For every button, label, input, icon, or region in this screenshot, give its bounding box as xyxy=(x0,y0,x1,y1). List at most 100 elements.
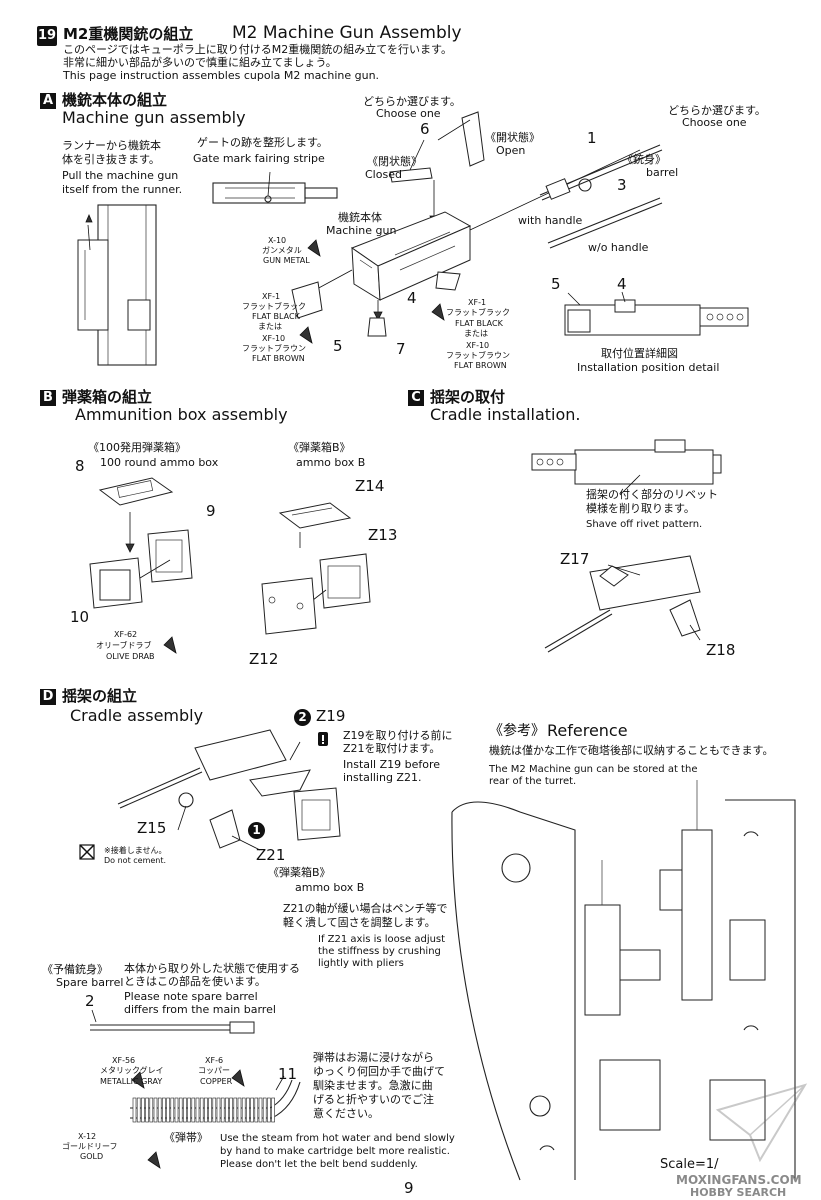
no-cement-jp: ※接着しません。 xyxy=(104,846,167,855)
barrel-label-jp: 《銃身》 xyxy=(622,153,666,166)
belt-note-jp-1: 弾帯はお湯に浸けながら xyxy=(313,1051,434,1064)
part-7-label: 7 xyxy=(396,340,406,358)
small-parts-a-drawing xyxy=(291,271,461,337)
paint-xf62-code: XF-62 xyxy=(114,630,138,639)
intro-jp-line2: 非常に細かい部品が多いので慎重に組み立てましょう。 xyxy=(63,56,337,69)
part-9-label: 9 xyxy=(206,502,216,520)
z14-label: Z14 xyxy=(355,477,385,495)
reference-note-en-2: rear of the turret. xyxy=(489,776,577,787)
section-d-title-en: Cradle assembly xyxy=(70,706,204,725)
watermark-moxingfans: MOXINGFANS.COM xyxy=(676,1173,802,1187)
info-icon-drawing xyxy=(318,732,328,746)
belt-note-jp-4: げると折やすいのでご注 xyxy=(313,1093,434,1106)
paint-xf1-code-right: XF-1 xyxy=(468,298,487,307)
step-1-badge: 1 xyxy=(248,822,265,839)
spare-barrel-title-en: Spare barrel xyxy=(56,976,124,989)
belt-round xyxy=(174,1097,179,1123)
paint-xf56-code: XF-56 xyxy=(112,1056,136,1065)
cradle-assembly-drawing xyxy=(117,729,341,851)
belt-note-en-2: by hand to make cartridge belt more real… xyxy=(220,1146,450,1157)
part-1-label: 1 xyxy=(587,129,597,147)
belt-round xyxy=(237,1097,242,1123)
runner-note-en-2: itself from the runner. xyxy=(62,183,183,196)
paint-xf1-jp-right: フラットブラック xyxy=(446,308,510,317)
installation-detail-drawing xyxy=(564,291,749,336)
z18-label: Z18 xyxy=(706,641,736,659)
open-state-jp: 《開状態》 xyxy=(485,131,540,144)
reference-title-jp: 《参考》 xyxy=(489,723,545,739)
no-cement-icon-drawing xyxy=(79,844,95,860)
gate-note-en: Gate mark fairing stripe xyxy=(193,152,325,165)
belt-round xyxy=(262,1097,267,1123)
boxb-title-en: ammo box B xyxy=(296,456,366,469)
spare-note-en-2: differs from the main barrel xyxy=(124,1003,276,1016)
z17-label: Z17 xyxy=(560,550,590,568)
section-d-title-jp: 揺架の組立 xyxy=(62,687,138,705)
paint-or-left: または xyxy=(258,322,282,331)
paint-x12-jp: ゴールドリーフ xyxy=(62,1142,118,1151)
belt-round xyxy=(212,1097,217,1123)
belt-round xyxy=(258,1097,263,1123)
belt-round xyxy=(136,1097,141,1123)
belt-round xyxy=(241,1097,246,1123)
belt-round xyxy=(233,1097,238,1123)
belt-note-en-1: Use the steam from hot water and bend sl… xyxy=(220,1133,455,1144)
paint-xf1-jp-left: フラットブラック xyxy=(242,302,306,311)
paint-xf56-en: METALLIC GRAY xyxy=(100,1077,163,1086)
axis-note-jp-1: Z21の軸が緩い場合はペンチ等で xyxy=(283,902,448,915)
paint-x12-code: X-12 xyxy=(78,1132,97,1141)
paint-xf62-en: OLIVE DRAB xyxy=(106,652,155,661)
boxb-d-title-en: ammo box B xyxy=(295,881,365,894)
detail-part-5-label: 5 xyxy=(551,275,561,293)
belt-round xyxy=(170,1097,175,1123)
section-c-title-jp: 揺架の取付 xyxy=(430,388,506,406)
belt-note-jp-2: ゆっくり何回か手で曲げて xyxy=(313,1065,445,1078)
z15-label: Z15 xyxy=(137,819,167,837)
section-a-title-en: Machine gun assembly xyxy=(62,108,246,127)
belt-round xyxy=(195,1097,200,1123)
belt-round xyxy=(187,1097,191,1123)
spare-barrel-drawing xyxy=(90,1009,255,1034)
paint-xf10-code-left: XF-10 xyxy=(262,334,286,343)
spare-note-jp-2: ときはこの部品を使います。 xyxy=(124,975,266,988)
z19-label: Z19 xyxy=(316,707,346,725)
section-b-badge: B xyxy=(40,390,56,406)
paint-xf56-jp: メタリックグレイ xyxy=(100,1066,164,1075)
detail-part-4-label: 4 xyxy=(617,275,627,293)
part-2-label: 2 xyxy=(85,992,95,1010)
machine-gun-label-jp: 機銃本体 xyxy=(338,211,382,224)
belt-round xyxy=(162,1097,166,1123)
belt-title-jp: 《弾帯》 xyxy=(164,1131,208,1144)
belt-round xyxy=(183,1097,187,1123)
without-handle-label: w/o handle xyxy=(588,241,649,254)
section-b-title-en: Ammunition box assembly xyxy=(75,405,288,424)
belt-note-jp-3: 馴染ませます。急激に曲 xyxy=(313,1079,433,1092)
belt-round xyxy=(166,1097,170,1123)
closed-state-jp: 《閉状態》 xyxy=(367,155,422,168)
paint-xf10-code-right: XF-10 xyxy=(466,341,490,350)
rivet-note-jp-2: 模様を削り取ります。 xyxy=(586,502,695,515)
ammo-box-b-drawing xyxy=(261,502,371,635)
paint-xf6-jp: コッパー xyxy=(198,1066,230,1075)
section-a-title-jp: 機銃本体の組立 xyxy=(62,91,168,109)
belt-round xyxy=(254,1097,259,1123)
paint-xf6-en: COPPER xyxy=(200,1077,233,1086)
box100-title-en: 100 round ammo box xyxy=(100,456,219,469)
gate-note-jp: ゲートの跡を整形します。 xyxy=(197,136,328,149)
z13-label: Z13 xyxy=(368,526,398,544)
belt-round xyxy=(141,1097,145,1123)
z19-note-en-1: Install Z19 before xyxy=(343,758,441,771)
belt-round xyxy=(220,1097,225,1123)
boxb-title-jp: 《弾薬箱B》 xyxy=(288,441,351,454)
no-cement-en: Do not cement. xyxy=(104,856,167,865)
runner-note-jp-2: 体を引き抜きます。 xyxy=(62,153,160,166)
paint-xf62-jp: オリーブドラブ xyxy=(96,641,152,650)
part-8-label: 8 xyxy=(75,457,85,475)
turret-reference-drawing xyxy=(451,780,796,1181)
runner-drawing xyxy=(77,204,157,366)
part-11-label: 11 xyxy=(278,1065,298,1083)
paint-xf1-code-left: XF-1 xyxy=(262,292,281,301)
rivet-note-jp-1: 揺架の付く部分のリベット xyxy=(586,488,718,501)
z19-note-jp-1: Z19を取り付ける前に xyxy=(343,729,453,742)
